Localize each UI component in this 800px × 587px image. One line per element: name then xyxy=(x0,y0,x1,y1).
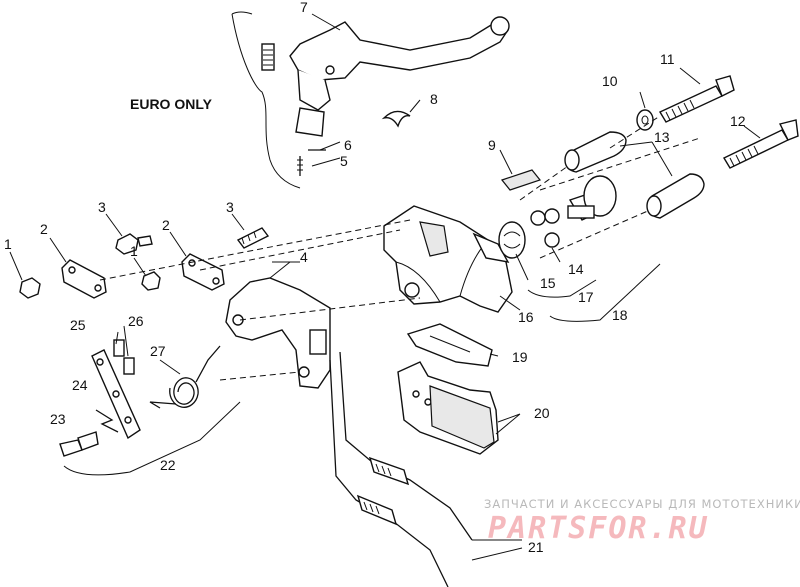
ball-1 xyxy=(530,210,546,226)
callout-21: 21 xyxy=(528,539,544,555)
callout-25: 25 xyxy=(70,317,86,333)
brake-cables xyxy=(329,351,473,587)
watermark-tagline: ЗАПЧАСТИ И АКСЕССУАРЫ ДЛЯ МОТОТЕХНИКИ xyxy=(484,497,800,511)
callout-1b: 1 xyxy=(130,243,138,259)
euro-only-label: EURO ONLY xyxy=(130,96,213,112)
ball-2 xyxy=(544,208,560,224)
bracket-22 xyxy=(63,401,241,476)
callout-8: 8 xyxy=(430,91,438,107)
callout-3a: 3 xyxy=(98,199,106,215)
callout-12: 12 xyxy=(730,113,746,129)
bolt-short xyxy=(723,119,799,169)
callout-15: 15 xyxy=(540,275,556,291)
return-spring-assembly xyxy=(59,339,221,457)
washer xyxy=(636,109,654,131)
callout-24: 24 xyxy=(72,377,88,393)
lever-pin xyxy=(297,149,326,176)
callout-3b: 3 xyxy=(226,199,234,215)
caliper-body xyxy=(383,205,513,313)
callout-13: 13 xyxy=(654,129,670,145)
linkage-left xyxy=(19,233,161,299)
bushing-lower xyxy=(646,173,705,219)
brake-lever xyxy=(261,16,510,137)
callout-22: 22 xyxy=(160,457,176,473)
euro-only-region xyxy=(231,11,301,189)
callout-4: 4 xyxy=(300,249,308,265)
bracket-18 xyxy=(549,263,661,322)
callout-2b: 2 xyxy=(162,217,170,233)
callout-18: 18 xyxy=(612,307,628,323)
callout-27: 27 xyxy=(150,343,166,359)
callout-1: 1 xyxy=(4,236,12,252)
callout-11: 11 xyxy=(660,51,675,67)
callout-9: 9 xyxy=(488,137,496,153)
ball-3 xyxy=(544,232,560,248)
linkage-right xyxy=(181,227,270,291)
callout-20: 20 xyxy=(534,405,550,421)
bracket-17 xyxy=(527,279,597,298)
callout-2a: 2 xyxy=(40,221,48,237)
callout-16: 16 xyxy=(518,309,534,325)
callout-14: 14 xyxy=(568,261,584,277)
piston-seal xyxy=(498,221,526,259)
brake-pads xyxy=(397,361,499,455)
callout-26: 26 xyxy=(128,313,144,329)
pad-spring xyxy=(500,169,542,191)
cam-shaft xyxy=(567,175,617,221)
callout-19: 19 xyxy=(512,349,528,365)
callout-10: 10 xyxy=(602,73,618,89)
callout-23: 23 xyxy=(50,411,66,427)
lever-clip xyxy=(381,110,411,128)
caliper-bracket xyxy=(225,261,331,389)
anti-rattle-spring xyxy=(406,323,493,367)
bolt-long xyxy=(658,75,735,123)
callout-7: 7 xyxy=(300,0,308,15)
callout-6: 6 xyxy=(344,137,352,153)
callout-5: 5 xyxy=(340,153,348,169)
bushing-upper xyxy=(564,131,627,173)
watermark-brand: PARTSFOR.RU xyxy=(488,511,709,546)
callout-17: 17 xyxy=(578,289,594,305)
